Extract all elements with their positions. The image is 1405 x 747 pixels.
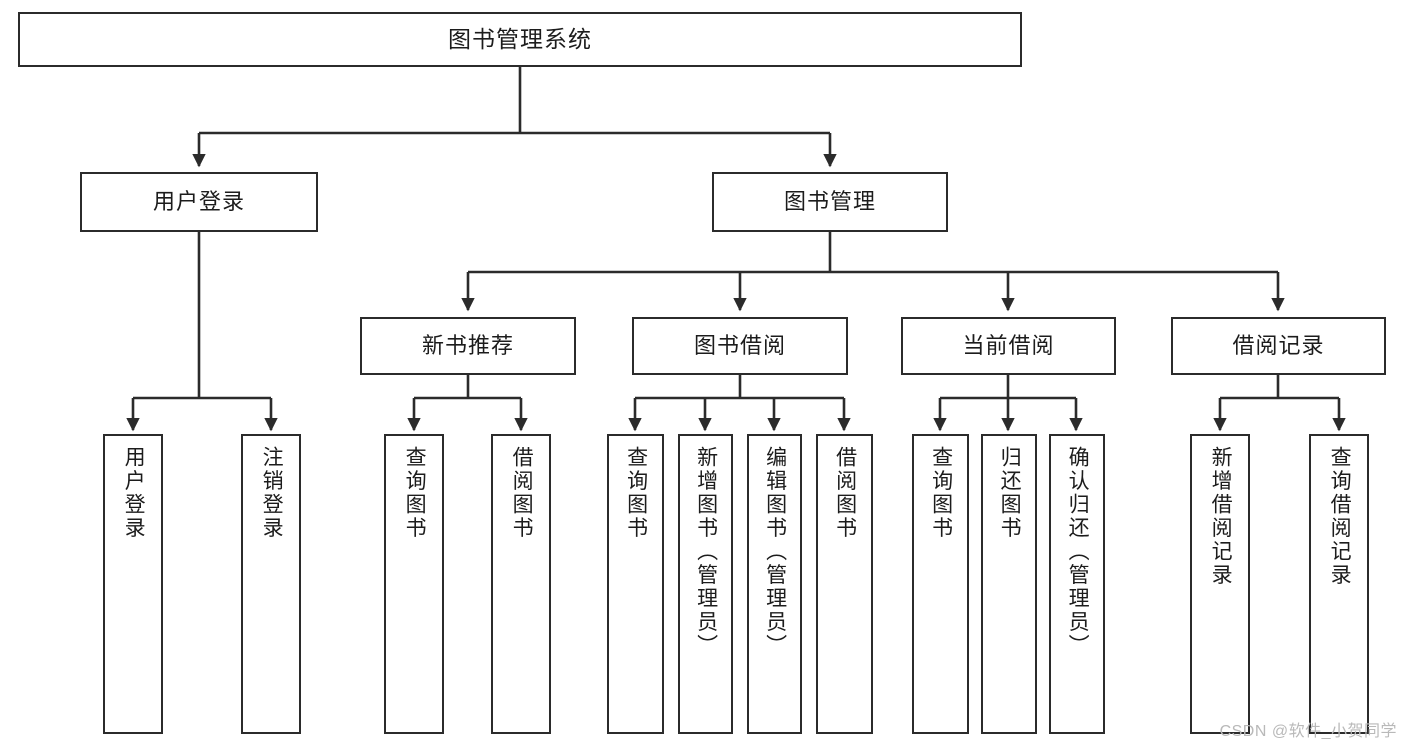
leaf-query-books-current-label: 查询图书 (929, 446, 953, 540)
leaf-confirm-return-admin[interactable]: 确认归还（管理员） (1049, 434, 1105, 734)
leaf-borrow-books-newbook[interactable]: 借阅图书 (491, 434, 551, 734)
node-user-login-label: 用户登录 (152, 188, 245, 214)
node-book-borrow[interactable]: 图书借阅 (632, 317, 848, 375)
leaf-edit-book-admin[interactable]: 编辑图书（管理员） (747, 434, 802, 734)
node-current-borrow[interactable]: 当前借阅 (901, 317, 1116, 375)
leaf-query-books-borrow-label: 查询图书 (624, 446, 648, 540)
leaf-edit-book-admin-label: 编辑图书（管理员） (763, 446, 787, 658)
leaf-borrow-books-newbook-label: 借阅图书 (510, 446, 534, 540)
leaf-add-borrow-record-label: 新增借阅记录 (1209, 446, 1233, 587)
watermark: CSDN @软件_小贺同学 (1219, 723, 1397, 740)
leaf-confirm-return-admin-label: 确认归还（管理员） (1066, 446, 1090, 658)
leaf-user-login-label: 用户登录 (122, 446, 146, 540)
node-current-borrow-label: 当前借阅 (962, 332, 1055, 358)
leaf-logout[interactable]: 注销登录 (241, 434, 301, 734)
leaf-query-borrow-record-label: 查询借阅记录 (1328, 446, 1352, 587)
node-root[interactable]: 图书管理系统 (18, 12, 1022, 67)
leaf-add-book-admin-label: 新增图书（管理员） (694, 446, 718, 658)
leaf-query-books-newbook[interactable]: 查询图书 (384, 434, 444, 734)
leaf-return-books[interactable]: 归还图书 (981, 434, 1037, 734)
node-new-book-recommend[interactable]: 新书推荐 (360, 317, 576, 375)
leaf-query-books-borrow[interactable]: 查询图书 (607, 434, 664, 734)
node-user-login[interactable]: 用户登录 (80, 172, 318, 232)
leaf-borrow-books-borrow[interactable]: 借阅图书 (816, 434, 873, 734)
node-book-management[interactable]: 图书管理 (712, 172, 948, 232)
leaf-query-books-current[interactable]: 查询图书 (912, 434, 969, 734)
leaf-borrow-books-borrow-label: 借阅图书 (833, 446, 857, 540)
leaf-query-borrow-record[interactable]: 查询借阅记录 (1309, 434, 1369, 734)
node-borrow-record[interactable]: 借阅记录 (1171, 317, 1386, 375)
node-book-borrow-label: 图书借阅 (693, 332, 786, 358)
leaf-add-borrow-record[interactable]: 新增借阅记录 (1190, 434, 1250, 734)
leaf-logout-label: 注销登录 (260, 446, 284, 540)
node-new-book-recommend-label: 新书推荐 (421, 332, 514, 358)
leaf-query-books-newbook-label: 查询图书 (403, 446, 427, 540)
leaf-add-book-admin[interactable]: 新增图书（管理员） (678, 434, 733, 734)
leaf-return-books-label: 归还图书 (998, 446, 1022, 540)
node-book-management-label: 图书管理 (783, 188, 876, 214)
node-root-label: 图书管理系统 (448, 25, 592, 52)
leaf-user-login[interactable]: 用户登录 (103, 434, 163, 734)
node-borrow-record-label: 借阅记录 (1232, 332, 1325, 358)
